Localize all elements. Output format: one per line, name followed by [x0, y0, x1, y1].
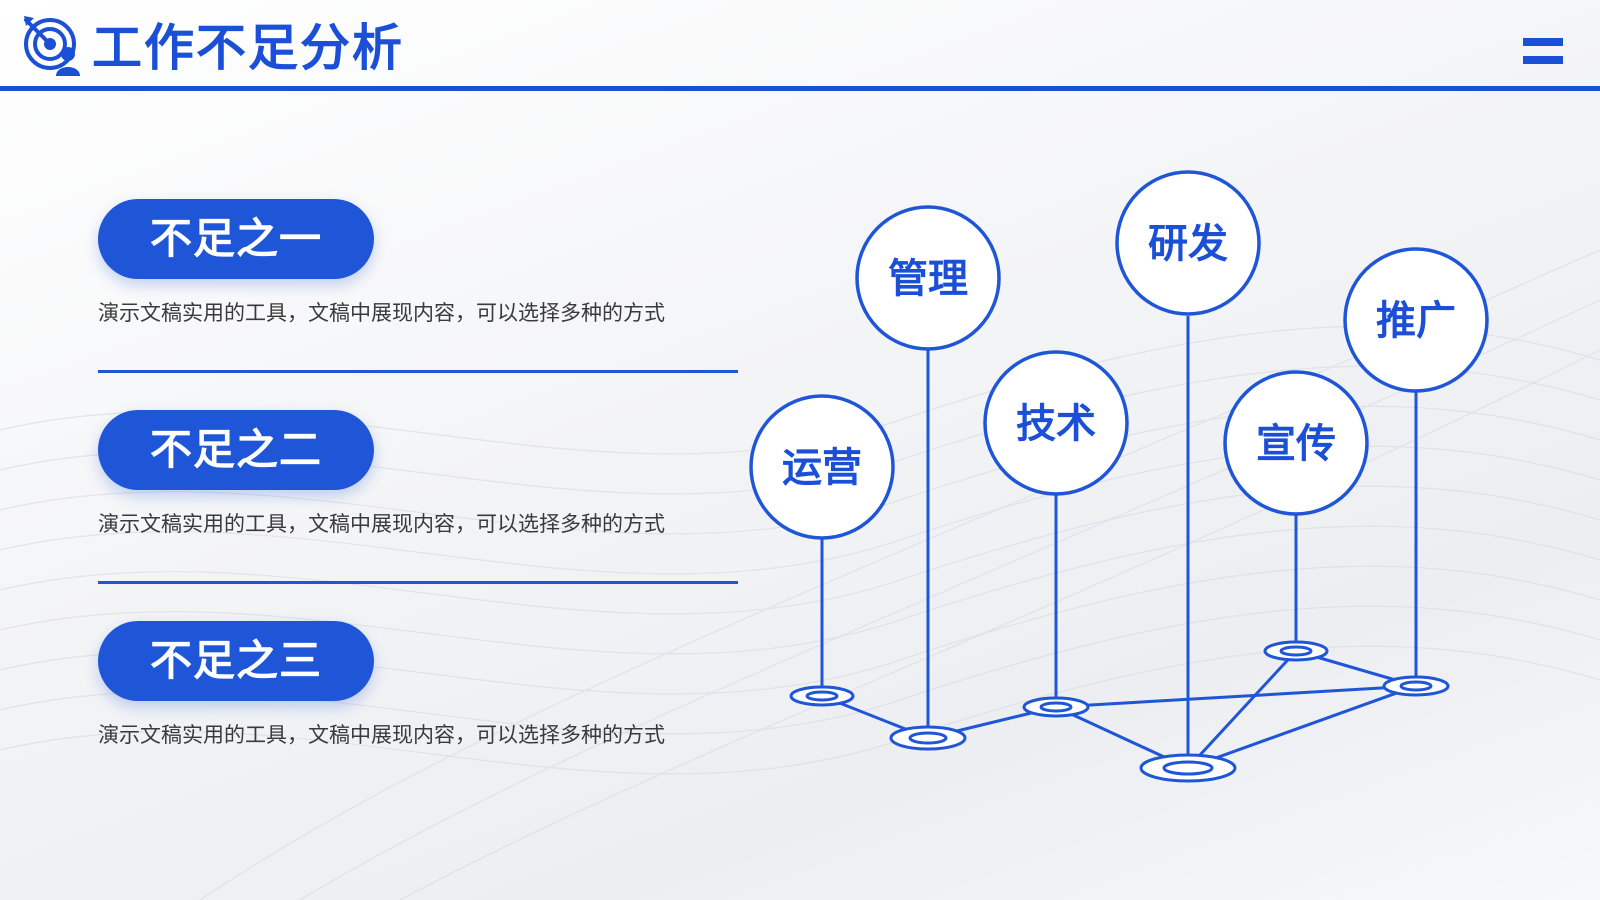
header: 工作不足分析 [0, 0, 1600, 92]
shortcoming-title-2: 不足之二 [98, 410, 374, 490]
base-ring [1382, 675, 1450, 697]
header-divider [0, 86, 1600, 91]
section-divider-2 [98, 581, 738, 584]
node-circle-operations [749, 394, 895, 540]
base-ring [789, 685, 855, 707]
node-label-management: 管理 [888, 256, 968, 302]
shortcoming-title-1: 不足之一 [98, 199, 374, 279]
base-ring [1139, 753, 1237, 783]
menu-icon[interactable] [1523, 38, 1563, 66]
node-circle-rnd [1115, 170, 1261, 316]
base-ring [889, 725, 967, 751]
node-label-technology: 技术 [1016, 401, 1096, 447]
connection-line [1055, 684, 1417, 709]
node-label-promotion: 推广 [1376, 298, 1456, 344]
connection-line [1187, 684, 1417, 770]
shortcoming-description-1: 演示文稿实用的工具，文稿中展现内容，可以选择多种的方式 [98, 301, 665, 325]
base-ring [1022, 696, 1090, 718]
shortcoming-title-3: 不足之三 [98, 621, 374, 701]
connection-line [1186, 649, 1298, 770]
node-circle-publicity [1223, 370, 1369, 516]
target-person-icon [24, 16, 80, 76]
node-label-rnd: 研发 [1148, 221, 1228, 267]
node-circle-management [855, 205, 1001, 351]
node-circle-technology [983, 350, 1129, 496]
base-ring [1263, 640, 1329, 662]
section-divider-1 [98, 370, 738, 373]
node-label-operations: 运营 [782, 445, 862, 491]
node-label-publicity: 宣传 [1256, 421, 1336, 467]
page-title: 工作不足分析 [92, 19, 404, 77]
shortcoming-description-3: 演示文稿实用的工具，文稿中展现内容，可以选择多种的方式 [98, 723, 665, 747]
shortcoming-description-2: 演示文稿实用的工具，文稿中展现内容，可以选择多种的方式 [98, 512, 665, 536]
node-circle-promotion [1343, 247, 1489, 393]
